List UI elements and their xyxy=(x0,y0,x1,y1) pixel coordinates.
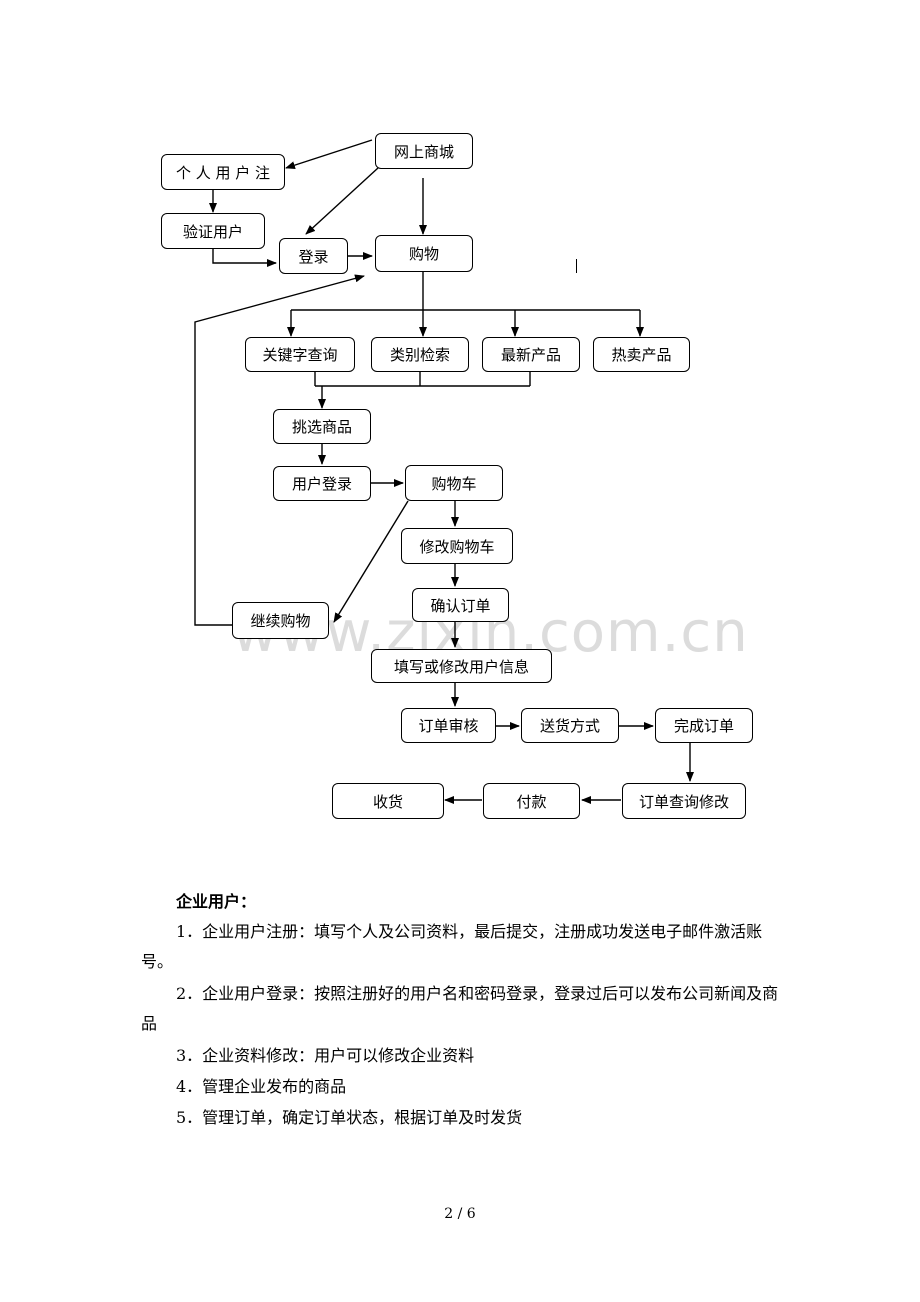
node-personal-register: 个 人 用 户 注 xyxy=(161,154,285,190)
node-login: 登录 xyxy=(279,238,348,274)
node-delivery-method: 送货方式 xyxy=(521,708,619,743)
node-newest-products: 最新产品 xyxy=(482,337,580,372)
stray-mark xyxy=(576,259,577,273)
flowchart-connectors xyxy=(194,139,694,804)
node-verify-user: 验证用户 xyxy=(161,213,265,249)
node-category-search: 类别检索 xyxy=(371,337,469,372)
node-online-mall: 网上商城 xyxy=(375,133,473,169)
node-cart: 购物车 xyxy=(405,465,503,501)
list-item-1: 1．企业用户注册：填写个人及公司资料，最后提交，注册成功发送电子邮件激活账号。 xyxy=(141,922,763,971)
node-fill-user-info: 填写或修改用户信息 xyxy=(371,649,552,683)
node-keyword-search: 关键字查询 xyxy=(245,337,355,372)
list-item-5: 5．管理订单，确定订单状态，根据订单及时发货 xyxy=(176,1108,523,1127)
node-continue-shopping: 继续购物 xyxy=(232,602,329,639)
node-hot-products: 热卖产品 xyxy=(593,337,690,372)
node-confirm-order: 确认订单 xyxy=(412,588,509,622)
node-order-query-modify: 订单查询修改 xyxy=(622,783,746,819)
node-payment: 付款 xyxy=(483,783,580,819)
list-item-3: 3．企业资料修改：用户可以修改企业资料 xyxy=(176,1046,475,1065)
node-shopping: 购物 xyxy=(375,235,473,272)
node-receive: 收货 xyxy=(332,783,444,819)
list-item-4: 4．管理企业发布的商品 xyxy=(176,1077,347,1096)
list-item-2: 2．企业用户登录：按照注册好的用户名和密码登录，登录过后可以发布公司新闻及商品 xyxy=(141,984,779,1033)
node-order-review: 订单审核 xyxy=(401,708,496,743)
node-user-login: 用户登录 xyxy=(273,466,371,501)
section-title: 企业用户： xyxy=(176,892,257,911)
node-pick-goods: 挑选商品 xyxy=(273,409,371,444)
page-number: 2 / 6 xyxy=(444,1206,476,1222)
node-complete-order: 完成订单 xyxy=(655,708,753,743)
node-modify-cart: 修改购物车 xyxy=(401,528,513,564)
